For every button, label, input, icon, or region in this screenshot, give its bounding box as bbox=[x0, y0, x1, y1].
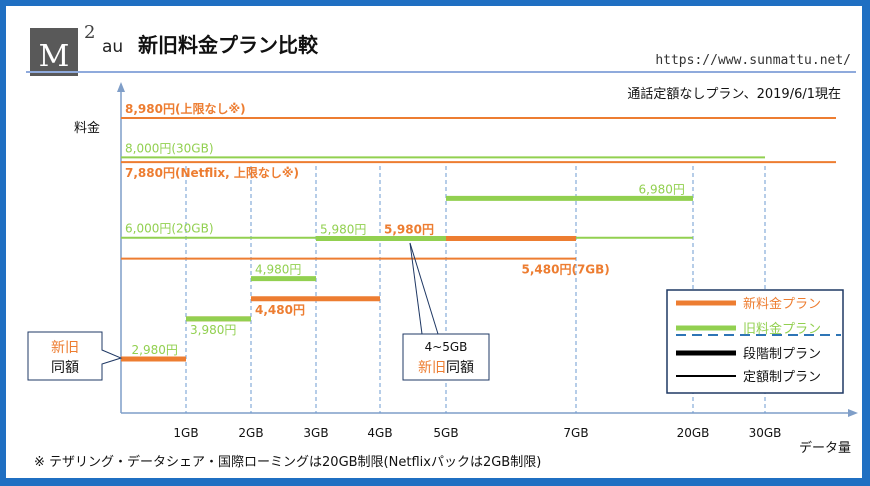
value-label: 6,980円 bbox=[639, 182, 685, 196]
callout-mid-pointer-a bbox=[409, 242, 423, 335]
slide-frame: M 2 au 新旧料金プラン比較 https://www.sunmattu.ne… bbox=[6, 6, 862, 478]
x-axis-label: データ量 bbox=[799, 440, 851, 456]
plan-comparison-chart: M 2 au 新旧料金プラン比較 https://www.sunmattu.ne… bbox=[26, 22, 858, 470]
callout-left-line1: 新旧 bbox=[51, 340, 79, 356]
page-title: 新旧料金プラン比較 bbox=[138, 33, 319, 57]
site-url: https://www.sunmattu.net/ bbox=[655, 53, 851, 68]
value-label: 4,980円 bbox=[255, 263, 301, 277]
plan-note: 通話定額なしプラン、2019/6/1現在 bbox=[627, 86, 841, 102]
brand-name: au bbox=[102, 37, 123, 57]
value-label: 4,480円 bbox=[255, 303, 305, 317]
x-axis-arrow bbox=[848, 409, 858, 417]
callout-mid-line1: 新旧 bbox=[418, 360, 446, 376]
callout-mid-line12: 新旧同額 bbox=[418, 360, 474, 376]
legend-label: 新料金プラン bbox=[743, 296, 821, 312]
callout-mid-pointer-b bbox=[409, 242, 439, 335]
y-axis-arrow bbox=[117, 82, 125, 92]
logo-letter: M bbox=[39, 39, 70, 74]
callout-mid-line0: 4~5GB bbox=[425, 340, 468, 354]
value-label: 8,000円(30GB) bbox=[125, 141, 214, 155]
x-tick-label: 7GB bbox=[563, 426, 588, 440]
value-label: 8,980円(上限なし※) bbox=[125, 101, 246, 116]
x-tick-label: 4GB bbox=[367, 426, 392, 440]
value-label: 3,980円 bbox=[190, 323, 236, 337]
value-label: 5,980円 bbox=[384, 223, 434, 237]
value-label: 5,480円(7GB) bbox=[522, 263, 610, 277]
value-label: 6,000円(20GB) bbox=[125, 222, 214, 236]
value-label: 7,880円(Netflix, 上限なし※) bbox=[125, 165, 299, 180]
legend-label: 段階制プラン bbox=[743, 347, 821, 362]
callout-mid-line2: 同額 bbox=[446, 360, 474, 376]
x-tick-label: 5GB bbox=[433, 426, 458, 440]
callout-left bbox=[27, 331, 123, 381]
y-axis-label: 料金 bbox=[74, 120, 100, 136]
callout-left-line2: 同額 bbox=[51, 360, 79, 376]
callout-mid bbox=[402, 333, 490, 381]
logo-box bbox=[30, 28, 78, 76]
value-label: 5,980円 bbox=[320, 223, 366, 237]
x-tick-label: 30GB bbox=[749, 426, 782, 440]
legend-label: 旧料金プラン bbox=[743, 321, 821, 337]
x-tick-label: 3GB bbox=[303, 426, 328, 440]
logo-superscript: 2 bbox=[84, 22, 95, 43]
footnote: ※ テザリング・データシェア・国際ローミングは20GB制限(Netflixパック… bbox=[34, 454, 541, 470]
x-tick-label: 20GB bbox=[677, 426, 710, 440]
x-tick-label: 1GB bbox=[173, 426, 198, 440]
x-tick-label: 2GB bbox=[238, 426, 263, 440]
value-label: 2,980円 bbox=[132, 343, 178, 357]
legend-label: 定額制プラン bbox=[743, 370, 821, 385]
